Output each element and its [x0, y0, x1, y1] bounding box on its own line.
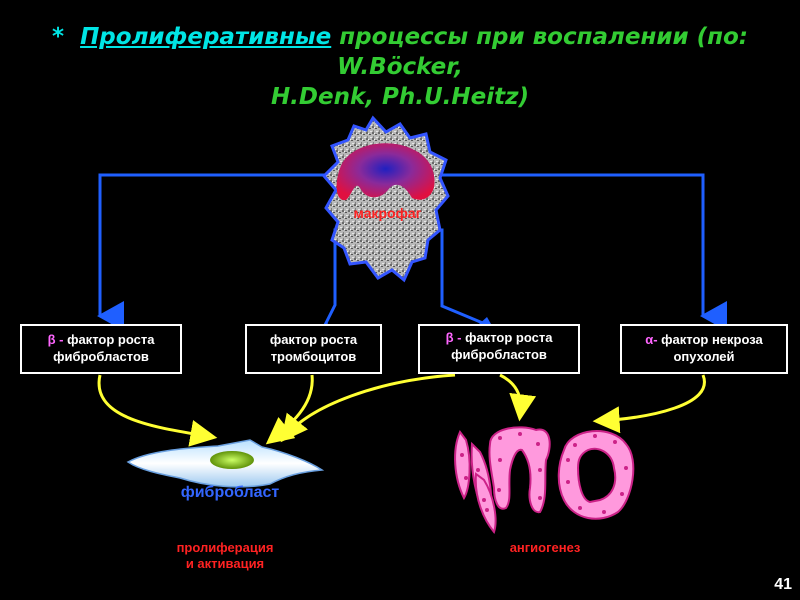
- factor-box-platelet: фактор роста тромбоцитов: [245, 324, 382, 374]
- proliferation-line1: пролиферация: [176, 540, 274, 555]
- angiogenesis-vessels: [454, 426, 635, 535]
- fibroblast-cell: [126, 439, 325, 488]
- proliferation-line2: и активация: [185, 556, 265, 571]
- yellow-arrows: [97, 373, 706, 447]
- box1-greek: β -: [47, 332, 64, 347]
- box4-greek: α-: [645, 332, 658, 347]
- page-number: 41: [774, 576, 792, 593]
- macrophage-label: макрофаг: [353, 205, 422, 221]
- box2-line1: фактор роста: [269, 332, 358, 347]
- factor-box-tnf: α- фактор некроза опухолей: [620, 324, 788, 374]
- box2-line2: тромбоцитов: [270, 349, 357, 364]
- box3-greek: β -: [445, 330, 462, 345]
- slide-title: * Пролиферативные процессы при воспалени…: [0, 22, 800, 112]
- proliferation-label: пролиферация и активация: [140, 540, 310, 572]
- fibroblast-label: фибробласт: [180, 484, 280, 501]
- title-line1: процессы при воспалении (по: W.Böcker,: [331, 24, 748, 80]
- box4-line1: фактор некроза: [657, 332, 763, 347]
- box1-line1: фактор роста: [63, 332, 155, 347]
- box1-line2: фибробластов: [53, 349, 149, 364]
- factor-box-beta-2: β - фактор роста фибробластов: [418, 324, 580, 374]
- box3-line1: фактор роста: [461, 330, 553, 345]
- box4-line2: опухолей: [673, 349, 735, 364]
- factor-box-beta-1: β - фактор роста фибробластов: [20, 324, 182, 374]
- title-star: *: [52, 24, 65, 50]
- angiogenesis-label: ангиогенез: [509, 540, 581, 555]
- vessel-nuclei: [460, 432, 628, 514]
- macrophage-cell: [321, 115, 450, 283]
- title-line2: H.Denk, Ph.U.Heitz): [270, 84, 530, 110]
- title-underlined-word: Пролиферативные: [80, 24, 332, 50]
- box3-line2: фибробластов: [451, 347, 547, 362]
